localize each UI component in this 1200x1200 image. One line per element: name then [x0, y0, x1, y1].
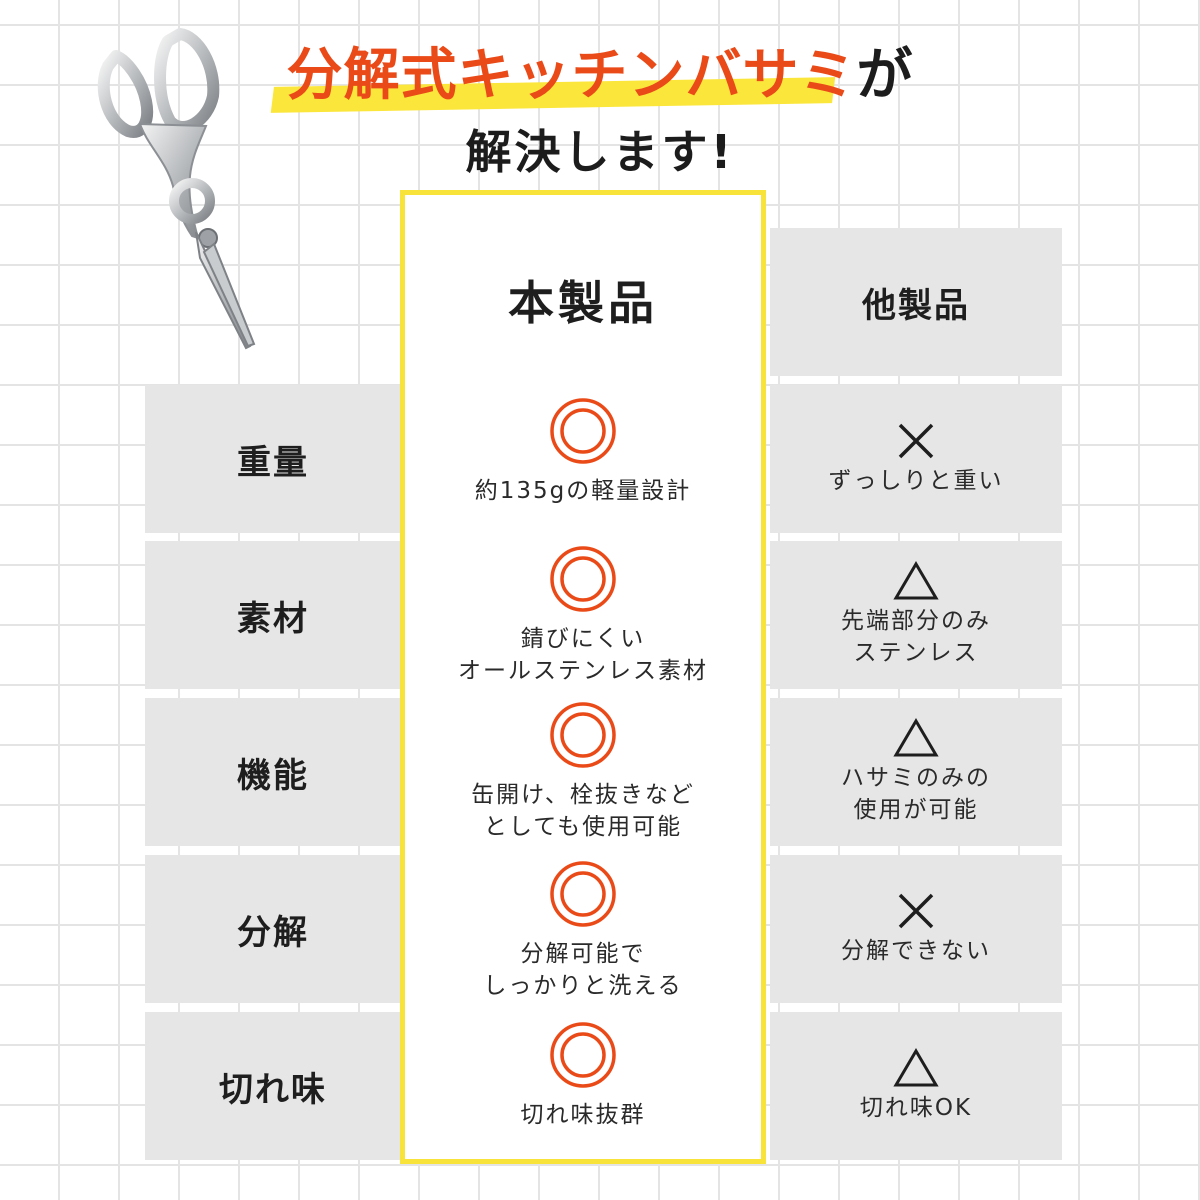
- double-circle-icon: [550, 702, 616, 768]
- other-weight-text: ずっしりと重い: [828, 468, 1004, 494]
- double-circle-icon: [550, 546, 616, 612]
- row-label-function: 機能: [145, 698, 401, 846]
- our-function-text: 缶開け、栓抜きなど としても使用可能: [471, 782, 695, 840]
- our-material-cell: 錆びにくい オールステンレス素材: [405, 545, 761, 687]
- triangle-icon: [893, 1048, 939, 1087]
- row-label-material: 素材: [145, 541, 401, 689]
- other-material-cell: 先端部分のみ ステンレス: [770, 541, 1062, 689]
- cross-icon: [898, 423, 934, 459]
- row-label-weight: 重量: [145, 385, 401, 533]
- other-material-text: 先端部分のみ ステンレス: [841, 608, 991, 666]
- other-sharpness-text: 切れ味OK: [859, 1095, 973, 1121]
- headline: 分解式キッチンバサミが 解決します!: [0, 38, 1200, 184]
- other-sharpness-cell: 切れ味OK: [770, 1012, 1062, 1160]
- our-disassembly-cell: 分解可能で しっかりと洗える: [405, 860, 761, 1002]
- headline-suffix: が: [856, 43, 914, 108]
- cross-icon: [898, 893, 934, 929]
- other-product-heading: 他製品: [770, 228, 1062, 376]
- double-circle-icon: [550, 398, 616, 464]
- other-function-cell: ハサミのみの 使用が可能: [770, 698, 1062, 846]
- our-function-cell: 缶開け、栓抜きなど としても使用可能: [405, 701, 761, 843]
- our-product-heading: 本製品: [508, 276, 658, 330]
- headline-line-2: 解決します!: [465, 125, 735, 179]
- other-disassembly-cell: 分解できない: [770, 855, 1062, 1003]
- our-sharpness-cell: 切れ味抜群: [405, 1021, 761, 1131]
- other-weight-cell: ずっしりと重い: [770, 385, 1062, 533]
- triangle-icon: [893, 561, 939, 600]
- row-label-sharpness: 切れ味: [145, 1012, 401, 1160]
- our-disassembly-text: 分解可能で しっかりと洗える: [483, 941, 683, 999]
- kitchen-scissors-icon: [97, 28, 256, 350]
- triangle-icon: [893, 718, 939, 757]
- our-weight-cell: 約135gの軽量設計: [405, 397, 761, 507]
- headline-line-1: 分解式キッチンバサミが: [270, 38, 914, 114]
- double-circle-icon: [550, 861, 616, 927]
- our-material-text: 錆びにくい オールステンレス素材: [458, 626, 708, 684]
- other-function-text: ハサミのみの 使用が可能: [841, 765, 991, 823]
- headline-accent: 分解式キッチンバサミ: [286, 43, 857, 108]
- double-circle-icon: [550, 1022, 616, 1088]
- our-weight-text: 約135gの軽量設計: [474, 478, 692, 504]
- other-disassembly-text: 分解できない: [841, 938, 991, 964]
- row-label-disassembly: 分解: [145, 855, 401, 1003]
- our-product-column: 本製品 約135gの軽量設計 錆びにくい オールステンレス素材 缶開け、栓抜きな…: [400, 190, 766, 1164]
- our-sharpness-text: 切れ味抜群: [520, 1102, 646, 1128]
